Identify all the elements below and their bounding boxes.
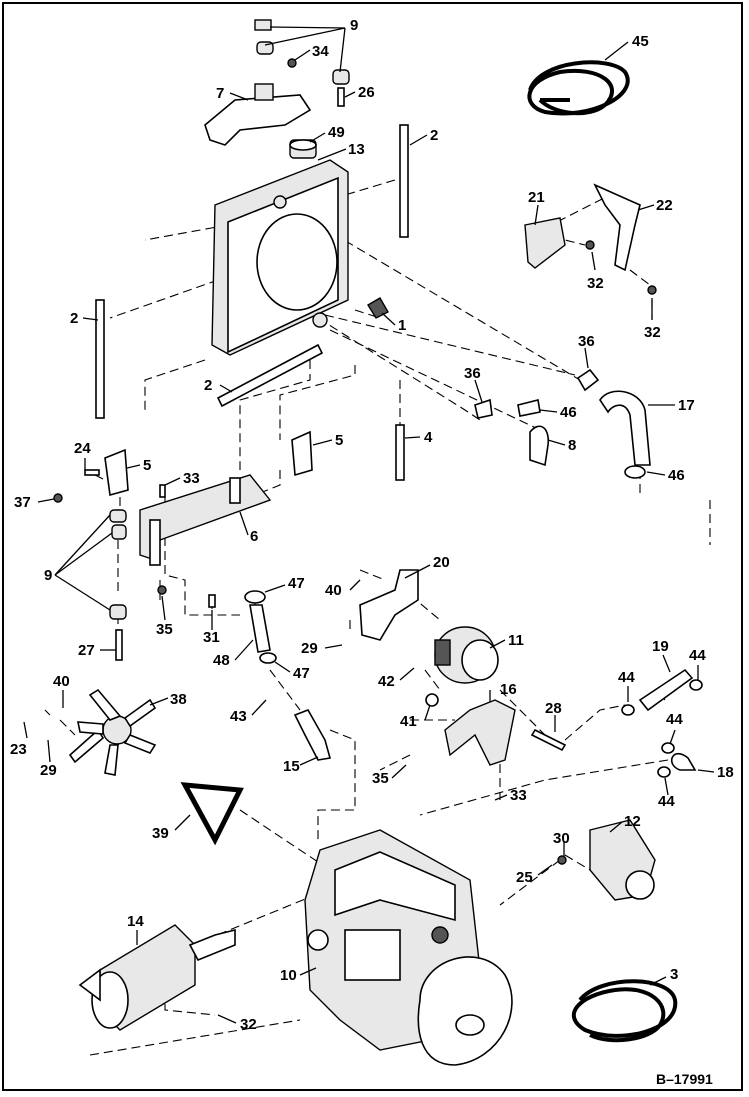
callout-1: 1	[398, 317, 406, 334]
side-brackets	[104, 430, 313, 497]
callout-48: 48	[213, 652, 230, 669]
callout-31: 31	[203, 629, 220, 646]
callout-36: 36	[464, 365, 481, 382]
hose-coil-bottom	[571, 979, 678, 1043]
callout-47: 47	[293, 665, 310, 682]
callout-27: 27	[78, 642, 95, 659]
callout-44: 44	[618, 669, 635, 686]
alternator-bracket	[359, 569, 419, 641]
alternator	[434, 626, 499, 684]
callout-44: 44	[689, 647, 706, 664]
callout-40: 40	[53, 673, 70, 690]
callout-22: 22	[656, 197, 673, 214]
callout-36: 36	[578, 333, 595, 350]
callout-43: 43	[230, 708, 247, 725]
engine	[304, 829, 513, 1066]
tension-bracket	[425, 693, 516, 766]
callout-23: 23	[10, 741, 27, 758]
callout-47: 47	[288, 575, 305, 592]
callout-24: 24	[74, 440, 91, 457]
callout-38: 38	[170, 691, 187, 708]
callout-11: 11	[508, 632, 524, 649]
callout-10: 10	[280, 967, 297, 984]
callout-14: 14	[127, 913, 144, 930]
callout-40: 40	[325, 582, 342, 599]
foam-strips	[95, 124, 409, 419]
callout-44: 44	[658, 793, 675, 810]
bypass-hose	[244, 590, 277, 664]
callout-15: 15	[283, 758, 300, 775]
callout-9: 9	[350, 17, 358, 34]
callout-2: 2	[204, 377, 212, 394]
callout-33: 33	[183, 470, 200, 487]
callout-3: 3	[670, 966, 678, 983]
callout-13: 13	[348, 141, 365, 158]
callout-42: 42	[378, 673, 395, 690]
callout-12: 12	[624, 813, 641, 830]
support-brackets	[524, 183, 657, 295]
starter-motor	[557, 819, 656, 901]
cooling-fan	[68, 688, 157, 776]
callout-9: 9	[44, 567, 52, 584]
callout-leaders	[23, 26, 715, 1024]
callout-20: 20	[433, 554, 450, 571]
callout-5: 5	[335, 432, 343, 449]
callout-8: 8	[568, 437, 576, 454]
callout-2: 2	[430, 127, 438, 144]
rubber-mount-lower	[53, 469, 216, 661]
callout-46: 46	[668, 467, 685, 484]
radiator	[211, 139, 349, 356]
callout-25: 25	[516, 869, 533, 886]
callout-32: 32	[644, 324, 661, 341]
callout-7: 7	[216, 85, 224, 102]
heater-hoses	[621, 668, 703, 778]
callout-29: 29	[301, 640, 318, 657]
callout-45: 45	[632, 33, 649, 50]
callout-19: 19	[652, 638, 669, 655]
upper-hose	[293, 709, 332, 761]
callout-39: 39	[152, 825, 169, 842]
fan-belt	[180, 782, 244, 846]
hose-coil-top	[527, 60, 630, 116]
callout-2: 2	[70, 310, 78, 327]
callout-17: 17	[678, 397, 695, 414]
callout-37: 37	[14, 494, 31, 511]
callout-26: 26	[358, 84, 375, 101]
callout-30: 30	[553, 830, 570, 847]
callout-32: 32	[240, 1016, 257, 1033]
radiator-top-bracket	[204, 83, 312, 146]
callout-44: 44	[666, 711, 683, 728]
cross-member	[139, 474, 272, 566]
callout-32: 32	[587, 275, 604, 292]
callout-41: 41	[400, 713, 417, 730]
callout-21: 21	[528, 189, 545, 206]
muffler	[78, 924, 236, 1031]
callout-29: 29	[40, 762, 57, 779]
rubber-mount-top	[254, 19, 350, 107]
radiator-hoses	[474, 368, 651, 479]
callout-49: 49	[328, 124, 345, 141]
callout-46: 46	[560, 404, 577, 421]
callout-labels: 9 34 7 26 49 13 2 45 21 22 32 32 2 1 36 …	[10, 17, 734, 1033]
support-rod	[395, 424, 405, 481]
callout-33: 33	[510, 787, 527, 804]
figure-reference-number: B–17991	[656, 1071, 713, 1087]
callout-35: 35	[372, 770, 389, 787]
callout-28: 28	[545, 700, 562, 717]
callout-16: 16	[500, 681, 517, 698]
drain-valve	[367, 297, 389, 319]
callout-18: 18	[717, 764, 734, 781]
callout-4: 4	[424, 429, 433, 446]
callout-6: 6	[250, 528, 258, 545]
callout-35: 35	[156, 621, 173, 638]
callout-5: 5	[143, 457, 151, 474]
long-bolt	[530, 728, 567, 752]
callout-34: 34	[312, 43, 329, 60]
